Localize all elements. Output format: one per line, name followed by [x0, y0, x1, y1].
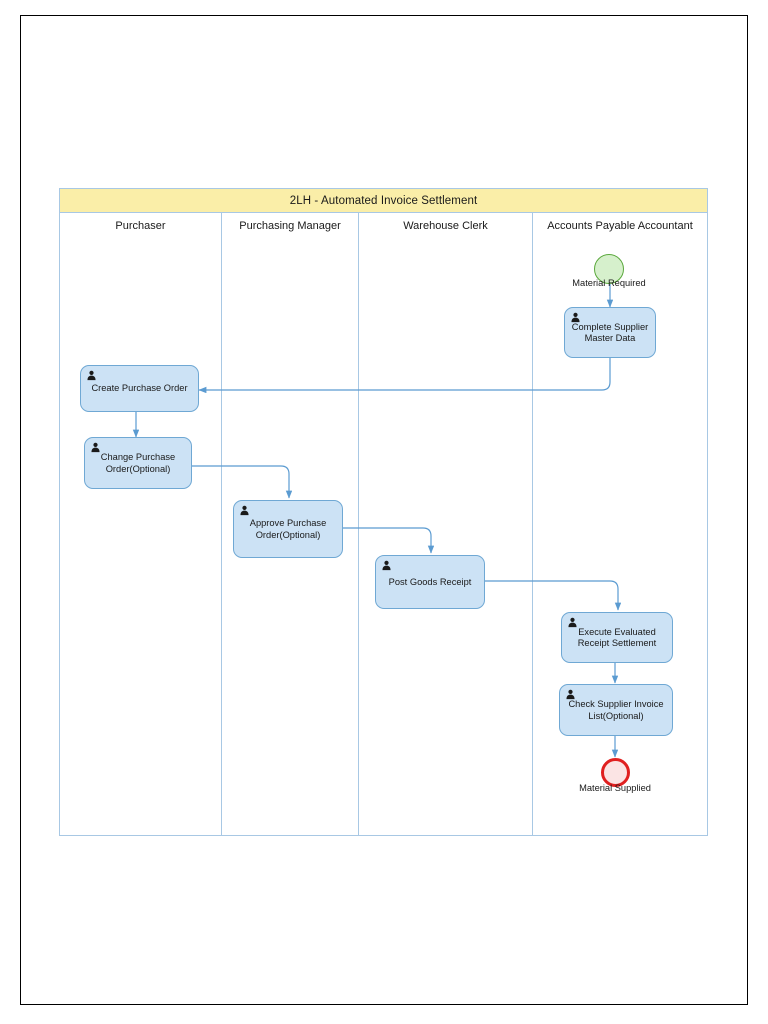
end-event-material-supplied[interactable] [601, 758, 630, 787]
user-task-icon [91, 442, 100, 453]
task-execute-evaluated-receipt-settlement[interactable]: Execute Evaluated Receipt Settlement [561, 612, 673, 663]
start-event-material-required[interactable] [594, 254, 624, 284]
task-label: Complete Supplier Master Data [571, 321, 649, 344]
task-change-purchase-order-optional[interactable]: Change Purchase Order(Optional) [84, 437, 192, 489]
lane-purchaser: Purchaser [60, 213, 221, 835]
lane-warehouse-clerk: Warehouse Clerk [358, 213, 532, 835]
user-task-icon [568, 617, 577, 628]
user-task-icon [566, 689, 575, 700]
task-label: Execute Evaluated Receipt Settlement [577, 626, 657, 649]
task-check-supplier-invoice-list-optional[interactable]: Check Supplier Invoice List(Optional) [559, 684, 673, 736]
task-label: Change Purchase Order(Optional) [100, 452, 176, 474]
lane-header-accounts-payable-accountant: Accounts Payable Accountant [547, 220, 693, 232]
start-event-label: Material Required [572, 278, 646, 288]
task-label: Approve Purchase Order(Optional) [249, 518, 327, 540]
user-task-icon [87, 370, 96, 381]
lane-purchasing-manager: Purchasing Manager [221, 213, 358, 835]
pool-title: 2LH - Automated Invoice Settlement [60, 189, 707, 213]
task-label: Create Purchase Order [91, 383, 188, 394]
lane-header-purchaser: Purchaser [115, 220, 166, 232]
task-create-purchase-order[interactable]: Create Purchase Order [80, 365, 199, 412]
task-label: Check Supplier Invoice List(Optional) [568, 699, 664, 721]
task-approve-purchase-order-optional[interactable]: Approve Purchase Order(Optional) [233, 500, 343, 558]
lane-header-warehouse-clerk: Warehouse Clerk [403, 220, 488, 232]
user-task-icon [382, 560, 391, 571]
task-post-goods-receipt[interactable]: Post Goods Receipt [375, 555, 485, 609]
lane-header-purchasing-manager: Purchasing Manager [239, 220, 341, 232]
task-label: Post Goods Receipt [388, 576, 472, 587]
user-task-icon [571, 312, 580, 323]
end-event-label: Material Supplied [579, 783, 651, 793]
lane-accounts-payable-accountant: Accounts Payable Accountant [532, 213, 707, 835]
user-task-icon [240, 505, 249, 516]
process-pool: 2LH - Automated Invoice Settlement Purch… [59, 188, 708, 836]
task-complete-supplier-master-data[interactable]: Complete Supplier Master Data [564, 307, 656, 358]
